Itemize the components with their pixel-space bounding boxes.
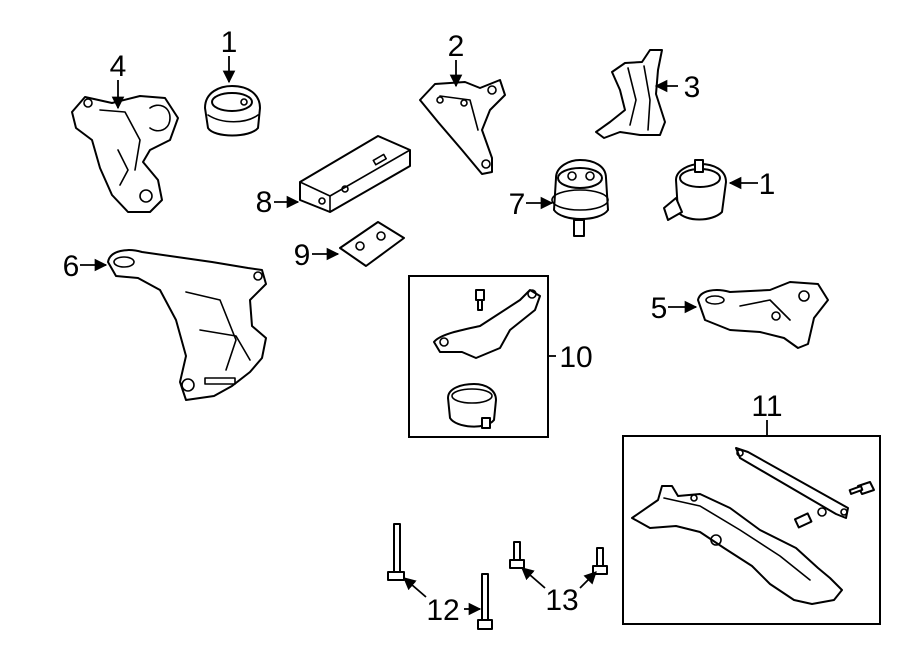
part-1-mount-top <box>204 85 261 137</box>
callout-12: 12 <box>426 594 459 627</box>
callout-1-top: 1 <box>221 26 238 59</box>
callout-2: 2 <box>448 30 465 63</box>
callout-13: 13 <box>545 584 578 617</box>
callout-9: 9 <box>294 239 311 272</box>
part-12-bolts <box>387 523 493 630</box>
callout-labels: 1 4 2 3 1 8 7 9 6 5 10 11 12 13 <box>63 26 783 627</box>
callout-11: 11 <box>751 390 782 423</box>
callout-7: 7 <box>509 188 526 221</box>
leader-lines <box>80 56 768 616</box>
callout-6: 6 <box>63 250 80 283</box>
part-11-group <box>622 435 881 625</box>
callout-8: 8 <box>256 186 273 219</box>
callout-3: 3 <box>684 71 701 104</box>
part-7-mount <box>551 159 609 237</box>
callout-10: 10 <box>559 341 592 374</box>
part-8-bracket <box>299 135 411 213</box>
callout-4: 4 <box>110 50 127 83</box>
callout-1-right: 1 <box>759 168 776 201</box>
callout-5: 5 <box>651 292 668 325</box>
part-13-bolts <box>509 541 608 575</box>
part-4-bracket <box>71 95 179 213</box>
part-3-shield <box>595 49 666 139</box>
part-2-bracket <box>419 79 506 175</box>
part-10-group <box>408 275 549 438</box>
part-1-mount-right <box>663 159 727 221</box>
part-6-bracket <box>107 249 267 401</box>
part-9-plate <box>339 221 405 267</box>
part-5-bracket <box>697 281 829 349</box>
